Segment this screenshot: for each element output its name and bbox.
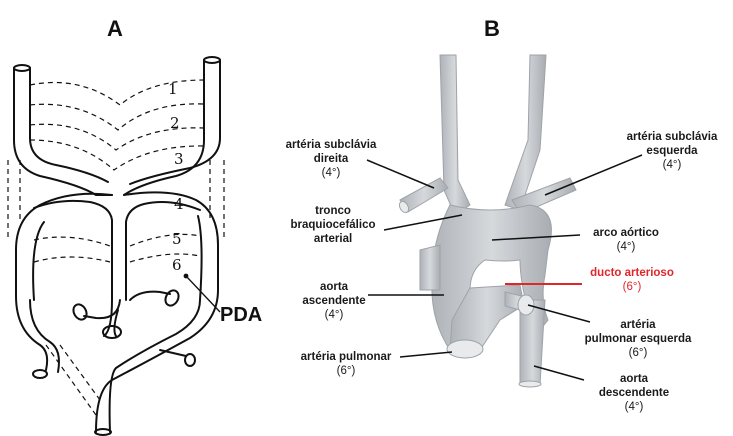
label-subclavia-direita-name-2: direita (276, 152, 386, 166)
label-aorta-desc-name-2: descendente (586, 386, 682, 400)
label-arco-name: arco aórtico (576, 226, 676, 240)
label-aorta-ascendente: aorta ascendente (4°) (294, 280, 374, 322)
label-art-pulm-name: artéria pulmonar (290, 350, 402, 364)
label-arteria-pulmonar-esquerda: artéria pulmonar esquerda (6°) (580, 318, 696, 360)
label-aorta-desc-name-1: aorta (586, 372, 682, 386)
label-subclavia-direita-name-1: artéria subclávia (276, 138, 386, 152)
label-arco-aortico: arco aórtico (4°) (576, 226, 676, 254)
label-tronco-braquiocefalico: tronco braquiocefálico arterial (278, 204, 388, 246)
label-ducto-name: ducto arterioso (580, 266, 684, 280)
label-ducto-arch: (6°) (580, 280, 684, 294)
label-subclavia-direita: artéria subclávia direita (4°) (276, 138, 386, 180)
label-arteria-pulmonar: artéria pulmonar (6°) (290, 350, 402, 378)
label-tronco-name-3: arterial (278, 232, 388, 246)
label-subclavia-direita-arch: (4°) (276, 166, 386, 180)
label-art-pulm-esq-name-1: artéria (580, 318, 696, 332)
label-arco-arch: (4°) (576, 240, 676, 254)
label-aorta-descendente: aorta descendente (4°) (586, 372, 682, 414)
label-tronco-name-2: braquiocefálico (278, 218, 388, 232)
label-subclavia-esquerda-name-1: artéria subclávia (616, 130, 728, 144)
label-tronco-name-1: tronco (278, 204, 388, 218)
label-aorta-asc-name-1: aorta (294, 280, 374, 294)
label-subclavia-esquerda-arch: (4°) (616, 158, 728, 172)
label-art-pulm-esq-arch: (6°) (580, 346, 696, 360)
label-art-pulm-esq-name-2: pulmonar esquerda (580, 332, 696, 346)
label-aorta-asc-name-2: ascendente (294, 294, 374, 308)
label-subclavia-esquerda: artéria subclávia esquerda (4°) (616, 130, 728, 172)
label-aorta-desc-arch: (4°) (586, 400, 682, 414)
label-subclavia-esquerda-name-2: esquerda (616, 144, 728, 158)
label-art-pulm-arch: (6°) (290, 364, 402, 378)
label-aorta-asc-arch: (4°) (294, 308, 374, 322)
label-ducto-arterioso: ducto arterioso (6°) (580, 266, 684, 294)
